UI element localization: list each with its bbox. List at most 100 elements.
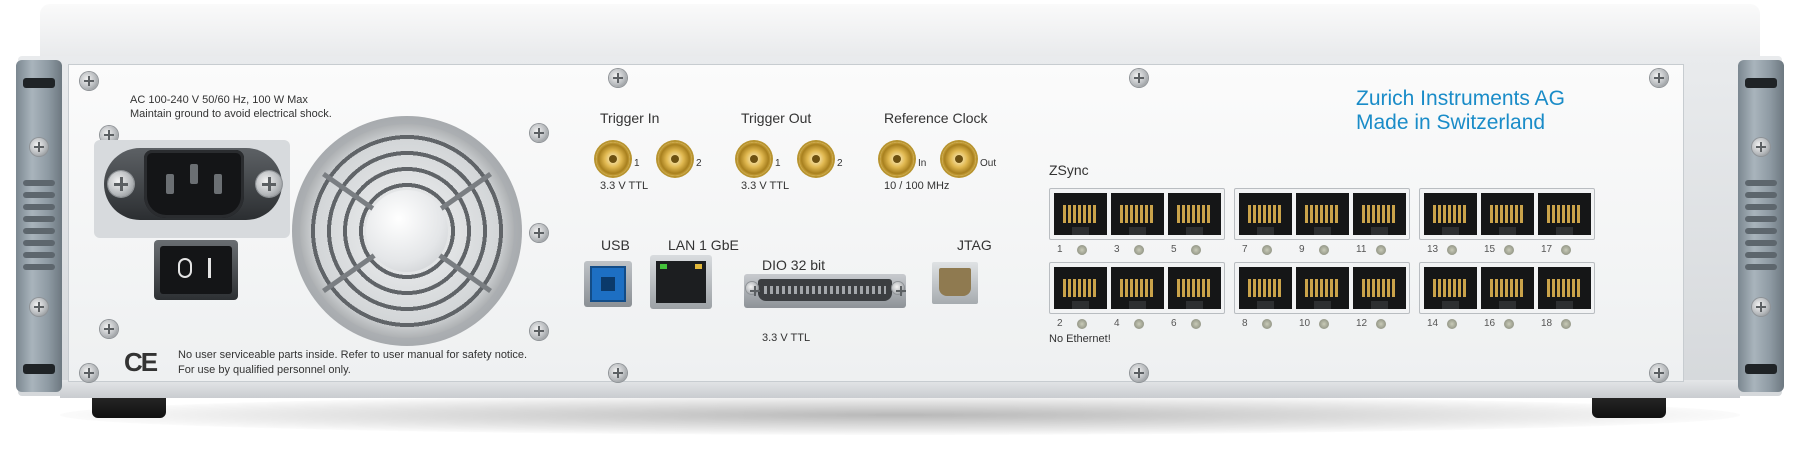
power-off-symbol-icon	[178, 258, 192, 278]
zsync-port-12[interactable]	[1353, 267, 1406, 309]
panel-screw-icon	[1650, 364, 1668, 382]
handle-screw-icon	[1752, 298, 1770, 316]
reference-clock-out-sma-connector[interactable]	[942, 142, 976, 176]
zsync-port-label: 14	[1427, 318, 1439, 329]
zsync-port-9[interactable]	[1296, 193, 1349, 235]
zsync-port-bank	[1234, 188, 1410, 240]
zsync-port-18[interactable]	[1538, 267, 1591, 309]
zsync-port-1[interactable]	[1054, 193, 1107, 235]
safety-notice-line1: No user serviceable parts inside. Refer …	[178, 349, 528, 361]
iec-power-inlet[interactable]	[144, 150, 244, 218]
dio-title: DIO 32 bit	[762, 257, 826, 273]
zsync-port-4[interactable]	[1111, 267, 1164, 309]
zsync-status-led-icon	[1376, 245, 1386, 255]
zsync-status-led-icon	[1077, 245, 1087, 255]
zsync-status-led-icon	[1191, 319, 1201, 329]
zsync-port-bank	[1419, 262, 1595, 314]
zsync-status-led-icon	[1319, 245, 1329, 255]
panel-screw-icon	[1650, 69, 1668, 87]
zsync-port-label: 12	[1356, 318, 1368, 329]
dio-screw-icon	[746, 282, 760, 296]
usb-title: USB	[601, 237, 630, 253]
rack-handle-right	[1738, 60, 1784, 392]
inlet-screw-icon	[108, 171, 134, 197]
zsync-port-2[interactable]	[1054, 267, 1107, 309]
panel-screw-icon	[80, 364, 98, 382]
jtag-title: JTAG	[957, 237, 992, 253]
zsync-status-led-icon	[1134, 319, 1144, 329]
trigger-out-1-sma-connector[interactable]	[737, 142, 771, 176]
zsync-port-16[interactable]	[1481, 267, 1534, 309]
floor-shadow	[60, 395, 1740, 435]
panel-screw-icon	[1130, 69, 1148, 87]
panel-screw-icon	[100, 320, 118, 338]
trigger-in-1-sma-connector[interactable]	[596, 142, 630, 176]
reference-clock-out-label: Out	[980, 158, 997, 169]
panel-screw-icon	[609, 364, 627, 382]
zsync-port-10[interactable]	[1296, 267, 1349, 309]
reference-clock-spec: 10 / 100 MHz	[884, 180, 950, 192]
zsync-status-led-icon	[1376, 319, 1386, 329]
rack-handle-left	[16, 60, 62, 392]
ce-mark-icon: CE	[124, 347, 158, 377]
reference-clock-in-sma-connector[interactable]	[880, 142, 914, 176]
zsync-port-bank	[1049, 188, 1225, 240]
zsync-port-label: 4	[1114, 318, 1120, 329]
zsync-port-label: 13	[1427, 244, 1439, 255]
brand-name: Zurich Instruments AG	[1356, 87, 1565, 110]
chassis-top-cover	[40, 4, 1760, 64]
dio-spec: 3.3 V TTL	[762, 332, 811, 344]
jtag-port[interactable]	[939, 268, 971, 296]
brand-origin: Made in Switzerland	[1356, 111, 1546, 134]
panel-screw-icon	[609, 69, 627, 87]
zsync-port-label: 3	[1114, 244, 1120, 255]
lan-port[interactable]	[656, 261, 706, 303]
zsync-port-13[interactable]	[1424, 193, 1477, 235]
zsync-port-8[interactable]	[1239, 267, 1292, 309]
trigger-in-spec: 3.3 V TTL	[600, 180, 649, 192]
zsync-port-15[interactable]	[1481, 193, 1534, 235]
zsync-port-11[interactable]	[1353, 193, 1406, 235]
panel-screw-icon	[530, 124, 548, 142]
zsync-port-label: 11	[1356, 244, 1367, 255]
zsync-port-14[interactable]	[1424, 267, 1477, 309]
zsync-port-17[interactable]	[1538, 193, 1591, 235]
zsync-status-led-icon	[1504, 319, 1514, 329]
zsync-port-label: 7	[1242, 244, 1248, 255]
power-on-symbol-icon	[208, 258, 211, 278]
power-rating-text: AC 100-240 V 50/60 Hz, 100 W Max	[130, 94, 308, 106]
zsync-status-led-icon	[1262, 245, 1272, 255]
dio-connector[interactable]	[758, 279, 892, 301]
zsync-port-bank	[1234, 262, 1410, 314]
zsync-port-5[interactable]	[1168, 193, 1221, 235]
zsync-port-7[interactable]	[1239, 193, 1292, 235]
trigger-out-2-sma-connector[interactable]	[799, 142, 833, 176]
zsync-status-led-icon	[1134, 245, 1144, 255]
panel-screw-icon	[80, 72, 98, 90]
zsync-status-led-icon	[1191, 245, 1201, 255]
zsync-port-6[interactable]	[1168, 267, 1221, 309]
zsync-status-led-icon	[1561, 245, 1571, 255]
zsync-status-led-icon	[1447, 319, 1457, 329]
trigger-in-2-label: 2	[696, 158, 702, 169]
zsync-title: ZSync	[1049, 162, 1089, 178]
zsync-status-led-icon	[1447, 245, 1457, 255]
power-warning-text: Maintain ground to avoid electrical shoc…	[130, 108, 332, 120]
zsync-note: No Ethernet!	[1049, 333, 1111, 345]
zsync-port-label: 9	[1299, 244, 1305, 255]
zsync-status-led-icon	[1077, 319, 1087, 329]
zsync-port-3[interactable]	[1111, 193, 1164, 235]
zsync-status-led-icon	[1319, 319, 1329, 329]
zsync-port-label: 16	[1484, 318, 1496, 329]
trigger-in-2-sma-connector[interactable]	[658, 142, 692, 176]
lan-title: LAN 1 GbE	[668, 237, 739, 253]
panel-screw-icon	[530, 322, 548, 340]
zsync-port-bank	[1419, 188, 1595, 240]
usb-port[interactable]	[590, 266, 626, 302]
zsync-status-led-icon	[1262, 319, 1272, 329]
power-switch[interactable]	[160, 246, 232, 294]
trigger-out-1-label: 1	[775, 158, 781, 169]
zsync-port-label: 1	[1057, 244, 1063, 255]
trigger-out-spec: 3.3 V TTL	[741, 180, 790, 192]
zsync-port-label: 17	[1541, 244, 1553, 255]
